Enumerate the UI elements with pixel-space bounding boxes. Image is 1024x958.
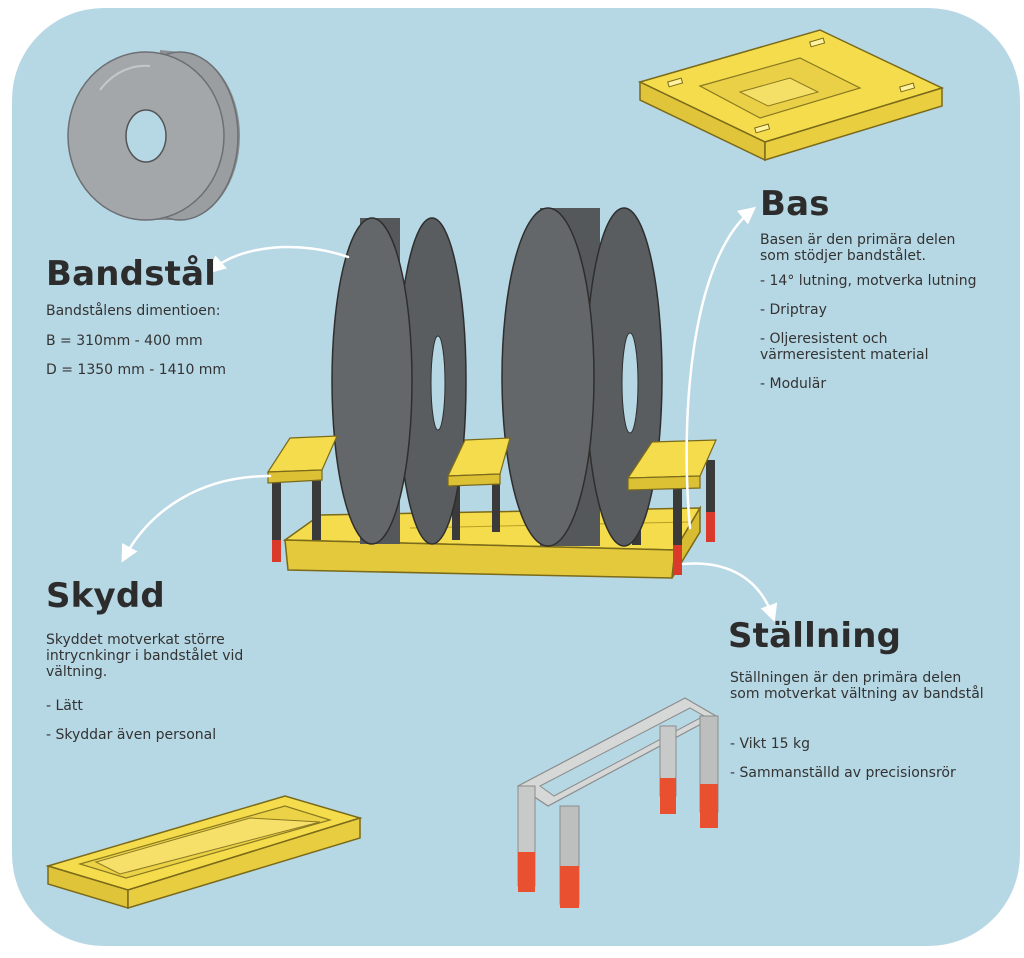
list-item: - Oljeresistent och värmeresistent mater…: [760, 331, 929, 363]
bandstal-heading: Bandstål: [46, 254, 217, 294]
list-item: D = 1350 mm - 1410 mm: [46, 362, 227, 378]
bas-list: - 14° lutning, motverka lutning - Driptr…: [760, 273, 992, 405]
skydd-list: - Lätt - Skyddar även personal: [46, 698, 306, 756]
list-item: - Modulär: [760, 376, 827, 392]
coil-right: [501, 207, 663, 547]
list-item: - 14° lutning, motverka lutning: [760, 273, 977, 289]
band-steel-coil-illustration: [67, 50, 240, 221]
skydd-heading: Skydd: [46, 576, 165, 616]
bandstal-intro: Bandstålens dimentioen:: [46, 303, 221, 319]
skydd-intro: Skyddet motverkat större intrycnkingr i …: [46, 632, 244, 680]
callout-arrows: [121, 206, 778, 622]
bas-intro: Basen är den primära delen som stödjer b…: [760, 232, 956, 264]
list-item: - Driptray: [760, 302, 827, 318]
protective-tray-illustration: [45, 795, 363, 910]
list-item: B = 310mm - 400 mm: [46, 333, 203, 349]
stallning-intro: Ställningen är den primära delen som mot…: [730, 670, 984, 702]
list-item: - Lätt: [46, 698, 83, 714]
steel-frame-illustration: [516, 697, 719, 908]
list-item: - Sammanställd av precisionsrör: [730, 765, 956, 781]
bandstal-list: B = 310mm - 400 mm D = 1350 mm - 1410 mm: [46, 333, 286, 391]
stallning-heading: Ställning: [728, 616, 902, 656]
stand-tops: [266, 435, 717, 491]
stallning-list: - Vikt 15 kg - Sammanställd av precision…: [730, 736, 1000, 794]
base-tray-illustration: [637, 29, 945, 162]
bas-heading: Bas: [760, 184, 830, 224]
assembly-illustration: [266, 207, 717, 579]
coil-left: [331, 217, 467, 545]
list-item: - Vikt 15 kg: [730, 736, 810, 752]
list-item: - Skyddar även personal: [46, 727, 217, 743]
